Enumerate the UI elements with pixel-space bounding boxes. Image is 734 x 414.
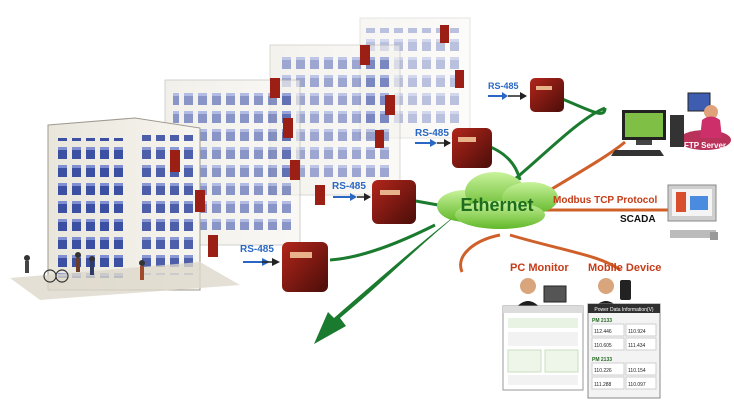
value: 111.288 — [594, 382, 612, 388]
power-data-group: PM 2133 110.226 110.154 111.288 110.097 — [591, 357, 657, 390]
desktop-pc — [611, 110, 684, 156]
rs485-link-3: RS-485 — [415, 128, 451, 147]
controller-module-2 — [372, 180, 416, 224]
ftp-server-node: FTP Server — [679, 92, 731, 150]
controller-module-front — [282, 242, 328, 292]
pc-monitor-label: PC Monitor — [510, 262, 569, 274]
modbus-label: Modbus TCP Protocol — [553, 195, 657, 206]
mobile-device-label: Mobile Device — [588, 262, 661, 274]
rs485-link-2: RS-485 — [332, 181, 371, 201]
power-data-group: PM 2133 112.446 110.924 110.605 111.434 — [591, 318, 657, 351]
ethernet-cloud: Ethernet — [437, 172, 558, 229]
mobile-screen-title: Power Data Information(V) — [594, 307, 654, 313]
rs485-label: RS-485 — [332, 181, 366, 192]
group-name: PM 2133 — [592, 318, 612, 324]
pc-monitor-user — [514, 278, 567, 310]
controller-module-4 — [530, 78, 564, 112]
ftp-server-label: FTP Server — [684, 141, 726, 150]
mobile-screen-panel: Power Data Information(V) PM 2133 112.44… — [587, 303, 661, 399]
io-modules-on-buildings — [170, 25, 464, 257]
value: 110.605 — [594, 343, 612, 349]
scada-pc — [667, 184, 718, 240]
rs485-label: RS-485 — [240, 244, 274, 255]
value: 112.446 — [594, 329, 612, 335]
ethernet-label: Ethernet — [460, 195, 533, 215]
scada-label: SCADA — [620, 214, 656, 225]
controller-module-3 — [452, 128, 492, 168]
rs485-link-1: RS-485 — [240, 244, 280, 266]
ethernet-arrow — [314, 212, 460, 344]
value: 110.924 — [628, 329, 646, 335]
value: 111.434 — [628, 343, 646, 349]
value: 110.154 — [628, 368, 646, 374]
rs485-links: RS-485 RS-485 RS-485 RS-485 — [240, 81, 527, 266]
building-front — [10, 117, 240, 300]
rs485-link-4: RS-485 — [488, 81, 527, 100]
value: 110.226 — [594, 368, 612, 374]
building-group — [10, 17, 471, 300]
pc-webpage-screenshot — [502, 305, 584, 391]
rs485-label: RS-485 — [415, 128, 449, 139]
controller-modules — [282, 78, 564, 292]
group-name: PM 2133 — [592, 357, 612, 363]
rs485-label: RS-485 — [488, 81, 519, 91]
value: 110.097 — [628, 382, 646, 388]
